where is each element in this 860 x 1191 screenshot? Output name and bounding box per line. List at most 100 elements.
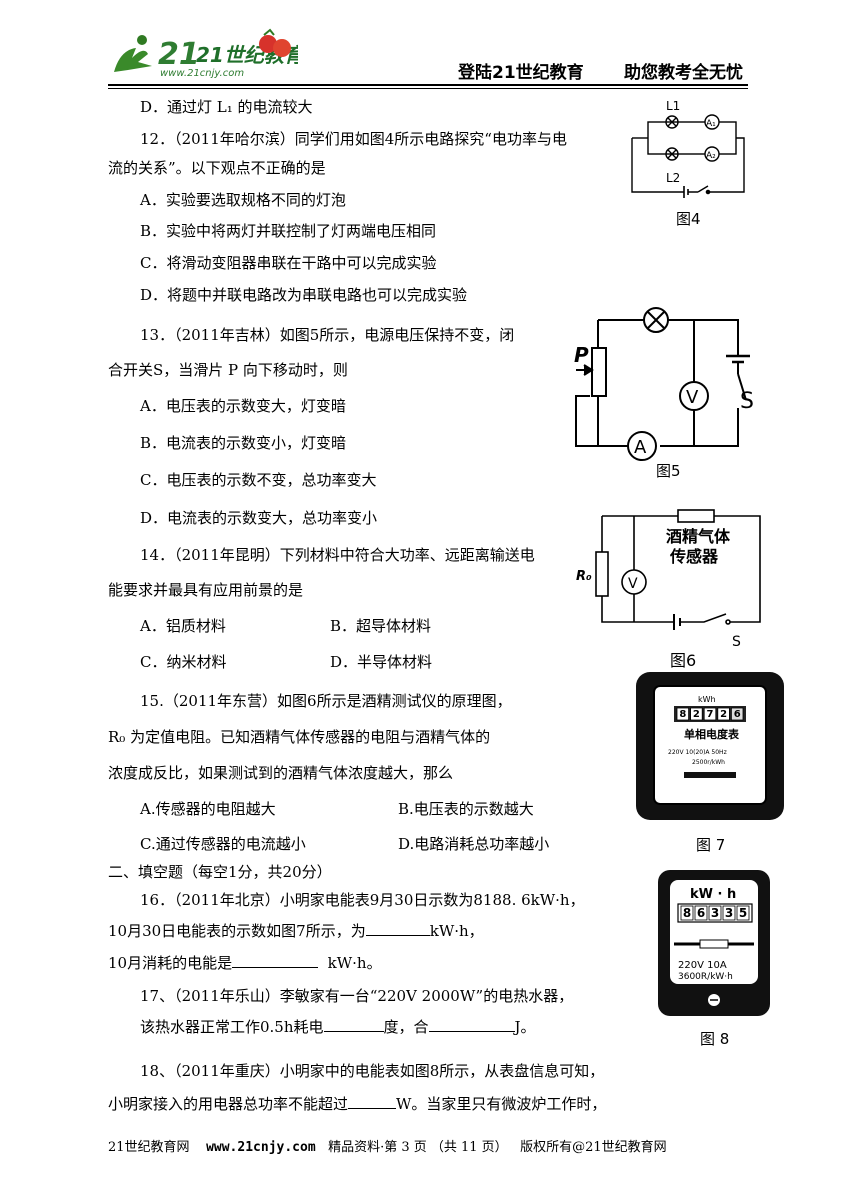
q14-option-b: B．超导体材料 (330, 617, 432, 635)
fig7digits-drum (690, 707, 703, 721)
fig7digits-digit: 6 (734, 709, 741, 720)
footer-copyright: 版权所有@21世纪教育网 (520, 1140, 667, 1155)
q15-option-b: B.电压表的示数越大 (398, 800, 534, 818)
fig6-sensor-label1: 酒精气体 (666, 527, 731, 546)
figure-6: 酒精气体 传感器 R₀ V S 图6 (574, 500, 770, 670)
q13-stem-line2: 合开关S，当滑片 P 向下移动时，则 (108, 361, 348, 379)
q16-blank-consumed[interactable] (232, 953, 319, 968)
fig4-label-l2: L2 (666, 171, 680, 185)
q13-option-a: A．电压表的示数变大，灯变暗 (140, 397, 346, 415)
q16-line1: 16．（2011年北京）小明家电能表9月30日示数为8188. 6kW·h， (140, 891, 585, 909)
q12-stem-line2: 流的关系”。以下观点不正确的是 (108, 159, 326, 177)
q13-stem-line1: 13．（2011年吉林）如图5所示，电源电压保持不变，闭 (140, 326, 515, 344)
fig7-spec2: 2500r/kWh (692, 759, 725, 766)
logo-21: 21 (158, 37, 200, 72)
q12-option-b: B．实验中将两灯并联控制了灯两端电压相同 (140, 222, 437, 240)
q18-line1: 18、（2011年重庆）小明家中的电能表如图8所示，从表盘信息可知， (140, 1062, 605, 1080)
fig6-sensor-label2: 传感器 (669, 547, 719, 566)
q17-blank-joules[interactable] (428, 1017, 515, 1032)
fig8digits-drum (680, 905, 694, 921)
header-slogan-right: 助您教考全无忧 (624, 63, 743, 83)
fig8digits-digit: 3 (711, 906, 719, 920)
fig7digits-digit: 2 (693, 709, 700, 720)
q14-stem-line1: 14．（2011年昆明）下列材料中符合大功率、远距离输送电 (140, 546, 535, 564)
q12-option-a: A．实验要选取规格不同的灯泡 (140, 191, 346, 209)
q14-stem-line2: 能要求并最具有应用前景的是 (108, 581, 304, 599)
q15-stem-line2: R₀ 为定值电阻。已知酒精气体传感器的电阻与酒精气体的 (108, 728, 491, 746)
q11-option-d: D．通过灯 L₁ 的电流较大 (140, 98, 313, 116)
fig8digits-drum (722, 905, 736, 921)
section2-heading: 二、填空题（每空1分，共20分） (108, 863, 332, 881)
fig8-caption: 图 8 (700, 1030, 730, 1048)
footer-url[interactable]: www.21cnjy.com (206, 1140, 316, 1155)
runner-icon (114, 48, 152, 72)
fig8-unit: kW · h (690, 887, 736, 902)
header-logo: 21 21世纪教育 www.21cnjy.com (108, 28, 307, 80)
footer-site: 21世纪教育网 (108, 1140, 190, 1155)
header-slogan-left: 登陆21世纪教育 (458, 63, 584, 83)
q15-stem-line1: 15.（2011年东营）如图6所示是酒精测试仪的原理图， (140, 692, 512, 710)
fig7digits-drum (703, 707, 717, 721)
fig8digits-digit: 8 (683, 906, 691, 920)
fig5-label-p: P (574, 343, 589, 367)
q14-option-c: C．纳米材料 (140, 653, 227, 671)
q17-blank-kwh[interactable] (323, 1017, 384, 1032)
fig8digits-digit: 5 (739, 906, 747, 920)
header-rule-thin (108, 88, 748, 89)
logo-graphic: 21 21世纪教育 www.21cnjy.com (114, 28, 307, 79)
fig5-ammeter: A (634, 437, 647, 458)
q13-option-c: C．电压表的示数不变，总功率变大 (140, 471, 377, 489)
fig7digits-digit: 7 (707, 709, 714, 720)
header-rule (108, 84, 748, 86)
fig7-meter-name: 单相电度表 (684, 727, 740, 741)
footer-page: 精品资料·第 3 页 （共 11 页） (328, 1140, 508, 1155)
q17-line1: 17、（2011年乐山）李敏家有一台“220V 2000W”的电热水器， (140, 987, 574, 1005)
q16-line3: 10月消耗的电能是 kW·h。 (108, 953, 382, 972)
fig7-unit: kWh (698, 695, 716, 704)
fig8digits-digit: 6 (697, 906, 705, 920)
q18-blank-power[interactable] (348, 1094, 397, 1109)
q15-option-c: C.通过传感器的电流越小 (140, 835, 306, 853)
fig8-spec1: 220V 10A (678, 960, 727, 971)
q14-option-d: D．半导体材料 (330, 653, 433, 671)
fig6-voltmeter: V (628, 576, 638, 592)
q14-option-a: A．铝质材料 (140, 617, 226, 635)
fig8digits-drum (736, 905, 750, 921)
q12-option-d: D．将题中并联电路改为串联电路也可以完成实验 (140, 286, 468, 304)
fig4-ammeter-a2: A₂ (706, 151, 716, 161)
q15-option-a: A.传感器的电阻越大 (140, 800, 276, 818)
fig5-caption: 图5 (656, 462, 681, 480)
q15-stem-line3: 浓度成反比，如果测试到的酒精气体浓度越大，那么 (108, 764, 454, 782)
fig8digits-drum (708, 905, 722, 921)
fig6-caption: 图6 (670, 651, 696, 670)
q13-option-d: D．电流表的示数变大，总功率变小 (140, 509, 378, 527)
fig6-switch-label: S (732, 634, 741, 650)
logo-url: www.21cnjy.com (160, 68, 244, 79)
fig7digits-digit: 8 (679, 709, 686, 720)
fig7digits-drum (717, 707, 730, 721)
fig4-caption: 图4 (676, 210, 701, 228)
fig4-label-l1: L1 (666, 99, 680, 113)
q13-option-b: B．电流表的示数变小，灯变暗 (140, 434, 347, 452)
fig7-caption: 图 7 (696, 836, 726, 854)
fig7-spec1: 220V 10(20)A 50Hz (668, 749, 727, 756)
fig4-ammeter-a1: A₁ (706, 119, 716, 129)
figure-4: L1 L2 A₁ A₂ 图4 (626, 96, 752, 230)
fig8digits-digit: 3 (725, 906, 733, 920)
fig5-switch-label: S (740, 389, 754, 414)
q16-blank-reading[interactable] (365, 921, 430, 936)
fig8-spec2: 3600R/kW·h (678, 972, 733, 982)
fig7digits-digit: 2 (720, 709, 727, 720)
fig5-voltmeter: V (686, 387, 699, 408)
q12-option-c: C．将滑动变阻器串联在干路中可以完成实验 (140, 254, 437, 272)
fig6-r0-label: R₀ (576, 569, 592, 584)
fig7digits-drum (731, 707, 744, 721)
q12-stem-line1: 12．（2011年哈尔滨）同学们用如图4所示电路探究“电功率与电 (140, 130, 567, 148)
fig7digits-drum (676, 707, 690, 721)
fig8digits-drum (694, 905, 708, 921)
